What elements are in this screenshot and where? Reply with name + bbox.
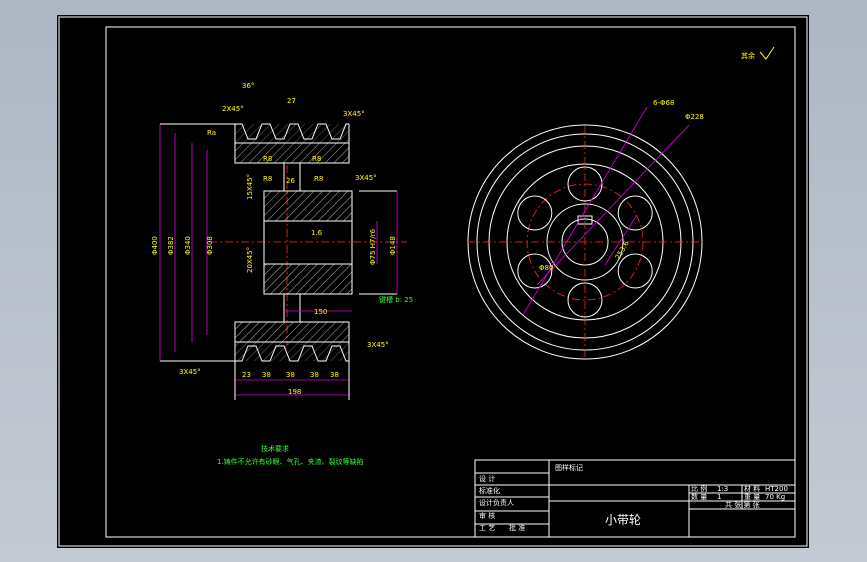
svg-text:R8: R8 <box>263 155 272 163</box>
svg-text:Ra: Ra <box>207 129 216 137</box>
svg-text:图样标记: 图样标记 <box>555 463 583 472</box>
hole-4 <box>567 282 603 318</box>
svg-text:设 计: 设 计 <box>479 474 495 483</box>
svg-text:技术要求: 技术要求 <box>261 444 289 453</box>
svg-text:26: 26 <box>286 177 295 185</box>
svg-text:R8: R8 <box>263 175 272 183</box>
svg-text:20X45°: 20X45° <box>246 247 254 273</box>
hole-5 <box>617 253 653 289</box>
svg-text:工 艺: 工 艺 <box>479 524 495 532</box>
technical-requirements: 技术要求 1.铸件不允许有砂眼、气孔、夹渣、裂纹等缺陷 <box>217 444 364 466</box>
svg-text:其余: 其余 <box>741 51 755 60</box>
svg-text:6-Φ68: 6-Φ68 <box>653 99 674 107</box>
svg-text:材 料: 材 料 <box>744 484 760 493</box>
bottom-dim-2: 38 <box>262 371 271 379</box>
svg-text:3X45°: 3X45° <box>179 368 201 376</box>
svg-text:键槽 b: 25: 键槽 b: 25 <box>379 295 413 304</box>
roughness-note: 其余 <box>741 46 775 60</box>
svg-text:HT200: HT200 <box>765 485 788 493</box>
svg-text:标准化: 标准化 <box>479 486 500 495</box>
svg-text:198: 198 <box>288 388 301 396</box>
hole-2 <box>517 195 553 231</box>
side-view: 6-Φ68 Φ228 253.6 Φ80 <box>467 99 704 360</box>
svg-text:比 例: 比 例 <box>691 484 707 493</box>
svg-text:2X45°: 2X45° <box>222 105 244 113</box>
front-view-labels: 36° 27 2X45° 3X45° Ra R8 R8 R8 R8 26 3X4… <box>151 82 413 396</box>
svg-text:1.铸件不允许有砂眼、气孔、夹渣、裂纹等缺陷: 1.铸件不允许有砂眼、气孔、夹渣、裂纹等缺陷 <box>217 457 364 466</box>
svg-text:36°: 36° <box>242 82 254 90</box>
bottom-dim-1: 23 <box>242 371 251 379</box>
svg-text:Φ148: Φ148 <box>389 236 397 255</box>
svg-text:Φ308: Φ308 <box>206 236 214 255</box>
svg-text:批 准: 批 准 <box>509 523 525 532</box>
svg-text:3X45°: 3X45° <box>355 174 377 182</box>
svg-text:R8: R8 <box>312 155 321 163</box>
hole-3 <box>517 253 553 289</box>
svg-text:Φ75 H7/r6: Φ75 H7/r6 <box>369 228 377 265</box>
svg-text:审 核: 审 核 <box>479 511 495 520</box>
bottom-dim-4: 38 <box>310 371 319 379</box>
svg-text:1: 1 <box>717 493 721 501</box>
front-section-view <box>159 123 407 400</box>
svg-text:Φ80: Φ80 <box>539 264 553 272</box>
drawing-canvas: 其余 <box>58 16 808 547</box>
svg-text:设计负责人: 设计负责人 <box>479 498 514 507</box>
svg-text:Φ340: Φ340 <box>184 236 192 255</box>
svg-text:数 量: 数 量 <box>691 492 707 501</box>
svg-text:小带轮: 小带轮 <box>605 513 641 527</box>
svg-text:重 量: 重 量 <box>744 493 760 501</box>
lightening-holes <box>517 166 653 318</box>
svg-text:150: 150 <box>314 308 327 316</box>
svg-text:共 张 第 张: 共 张 第 张 <box>725 500 760 509</box>
hole-6 <box>617 195 653 231</box>
outer-border <box>58 16 808 547</box>
svg-text:3X45°: 3X45° <box>343 110 365 118</box>
svg-text:70 Kg: 70 Kg <box>765 493 785 501</box>
svg-text:1:3: 1:3 <box>717 485 728 493</box>
bottom-dim-3: 38 <box>286 371 295 379</box>
svg-text:Φ382: Φ382 <box>167 236 175 255</box>
bottom-dimension-row: 23 38 38 38 38 <box>242 371 339 379</box>
title-block: 图样标记 设 计 标准化 设计负责人 审 核 工 艺 批 准 小带轮 比 例 1… <box>474 459 796 538</box>
bottom-dim-5: 38 <box>330 371 339 379</box>
svg-text:R8: R8 <box>314 175 323 183</box>
svg-text:3X45°: 3X45° <box>367 341 389 349</box>
inner-frame <box>105 26 796 538</box>
svg-text:15X45°: 15X45° <box>246 174 254 200</box>
svg-text:1.6: 1.6 <box>311 229 323 237</box>
hole-1 <box>567 166 603 202</box>
drawing-sheet: 其余 <box>57 15 809 548</box>
svg-text:27: 27 <box>287 97 296 105</box>
svg-text:253.6: 253.6 <box>614 239 631 261</box>
svg-text:Φ228: Φ228 <box>685 113 704 121</box>
svg-text:Φ400: Φ400 <box>151 236 159 255</box>
